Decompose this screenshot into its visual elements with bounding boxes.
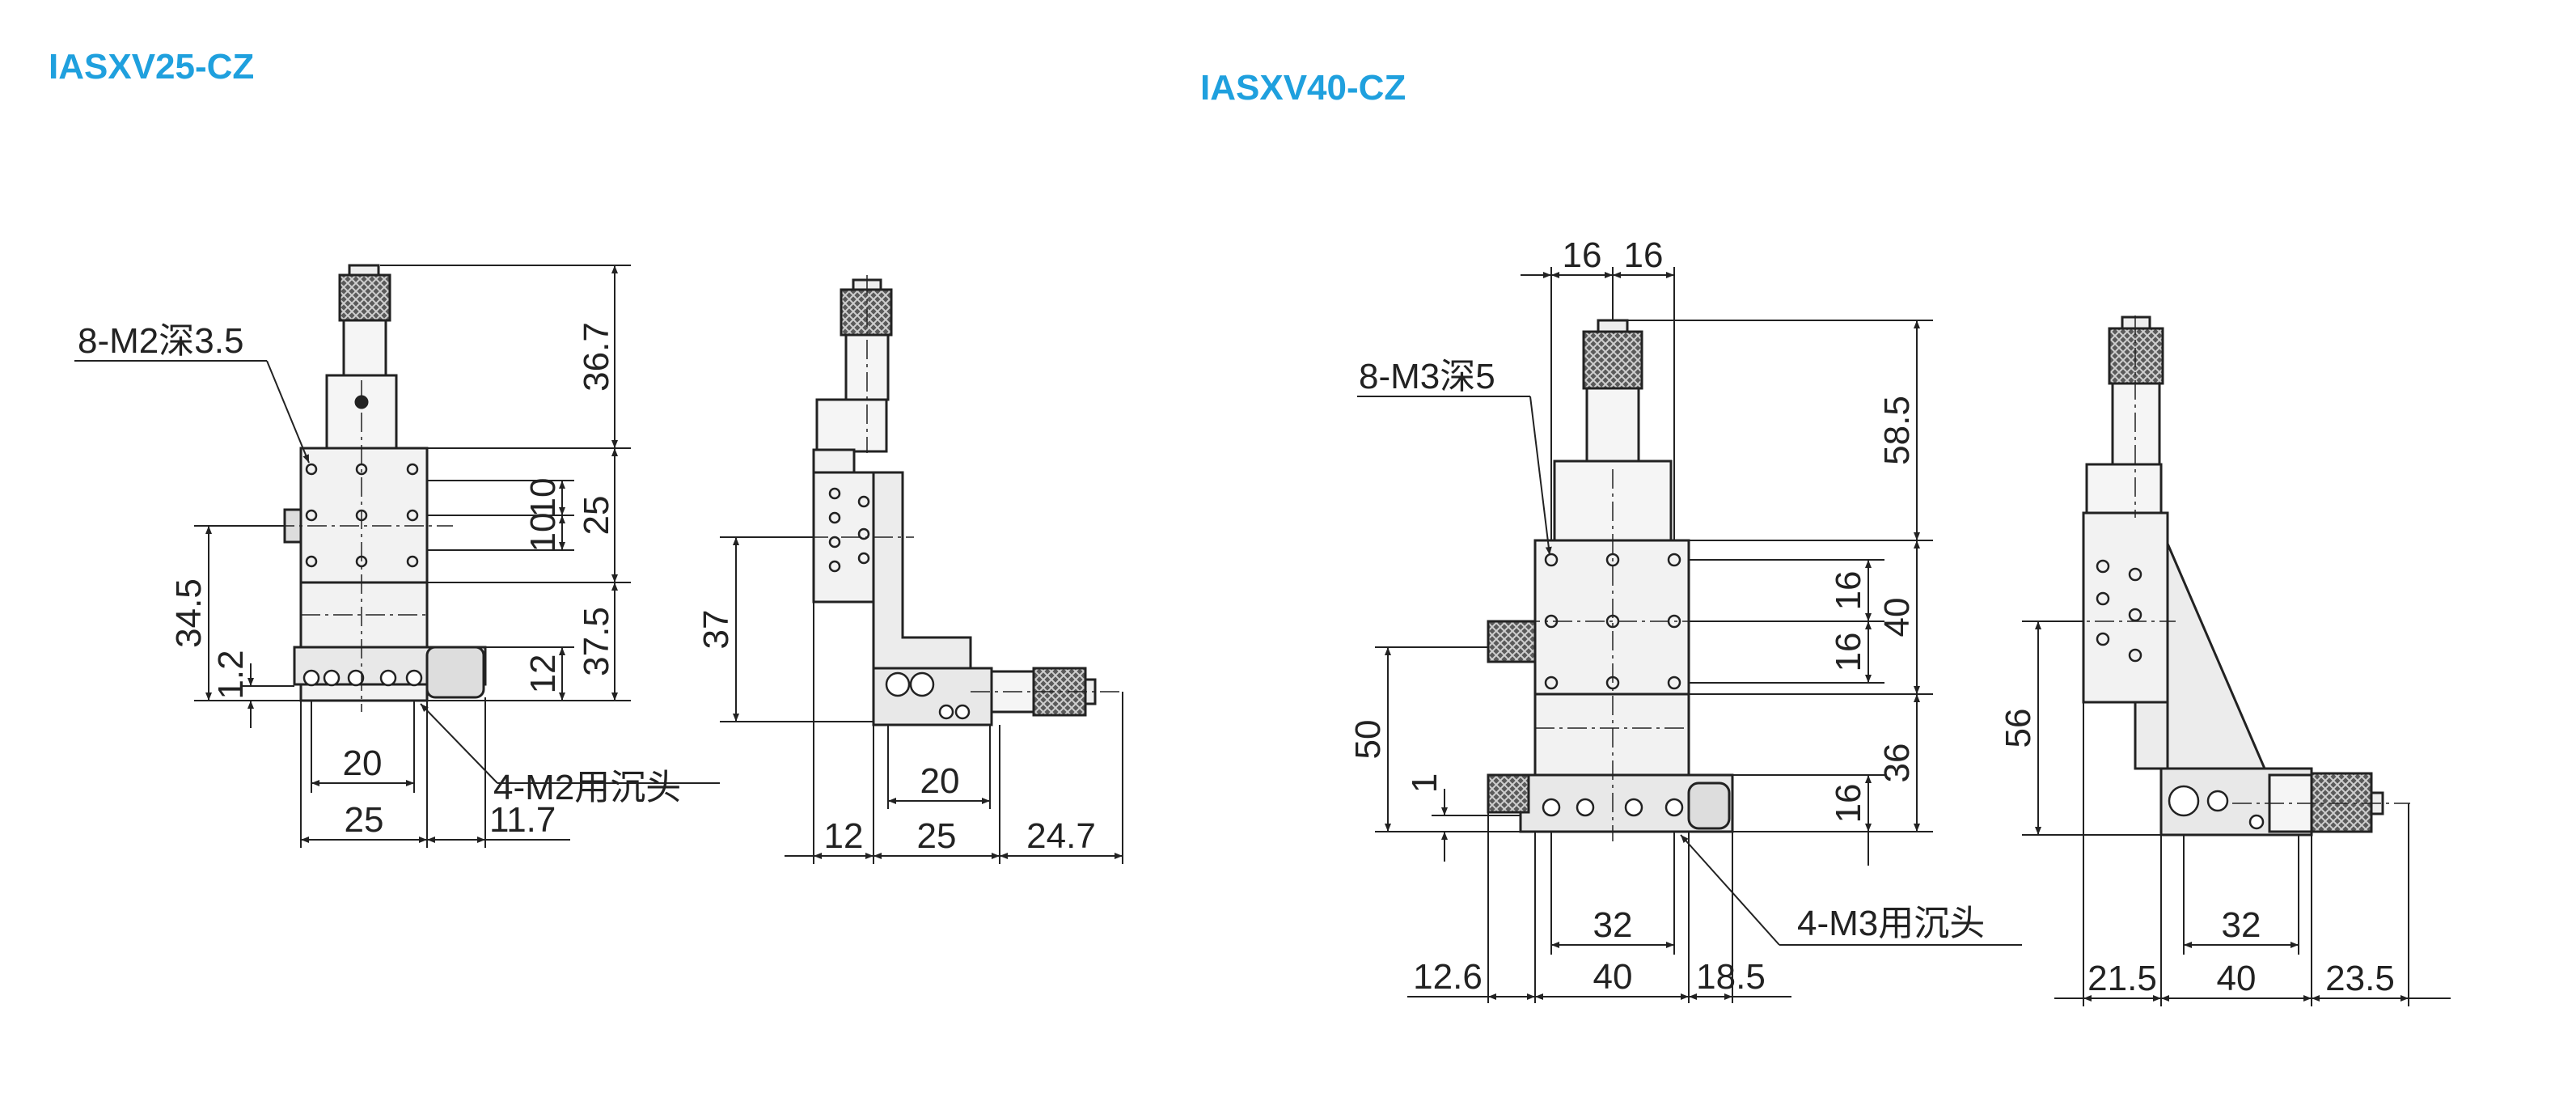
tapped-holes [828, 487, 971, 720]
lower-stage [1533, 693, 1690, 777]
iasxv40-side-view [2030, 316, 2410, 837]
hole-callout-iasxv40: 8-M3深5 [1359, 357, 1495, 396]
iasxv40-front-dimensions [1357, 267, 2022, 1003]
iasxv40-front-dim-text: 8-M3深5 4-M3用沉头 16 16 58.5 16 16 40 36 16… [1348, 235, 1985, 997]
micrometer-sleeve [2111, 382, 2161, 466]
dim-value: 20 [920, 761, 960, 801]
dim-value: 10 [523, 478, 563, 518]
knurled-knob [338, 273, 391, 322]
tapped-holes [2096, 559, 2265, 830]
dim-value: 58.5 [1877, 396, 1917, 465]
dim-value: 12 [523, 654, 563, 694]
vertical-stage [2082, 511, 2169, 704]
iasxv40-side-dim-text: 56 32 21.5 40 23.5 [1999, 709, 2395, 998]
dim-value: 1.2 [211, 650, 251, 699]
centerlines [1521, 469, 1707, 841]
dim-value: 34.5 [169, 578, 209, 648]
dim-value: 21.5 [2087, 959, 2157, 998]
dim-value: 16 [1829, 784, 1868, 824]
hole-callout-iasxv25: 8-M2深3.5 [78, 321, 243, 361]
base-foot [299, 683, 429, 702]
dim-value: 23.5 [2325, 959, 2395, 998]
dim-value: 50 [1348, 720, 1388, 760]
gusset-bracket [2166, 543, 2267, 770]
dim-value: 16 [1624, 235, 1664, 275]
upper-stage [1533, 539, 1690, 696]
micrometer-sleeve [342, 319, 387, 377]
dim-value: 25 [345, 800, 384, 840]
mount-block [2085, 463, 2163, 515]
tapped-holes [302, 463, 423, 687]
side-knob [1487, 620, 1537, 663]
centerlines [776, 275, 1124, 693]
dim-value: 20 [343, 743, 383, 783]
dim-value: 11.7 [489, 800, 556, 840]
knurled-knob [1582, 330, 1643, 390]
dim-value: 18.5 [1696, 957, 1766, 997]
iasxv25-front-dimensions [74, 265, 720, 848]
vertical-stage-cap [812, 448, 856, 474]
knurled-knob [2108, 327, 2164, 385]
bracket-web [2134, 701, 2169, 770]
dim-value: 32 [2222, 905, 2261, 945]
iasxv25-side-dim-text: 37 20 12 25 24.7 [696, 610, 1096, 856]
dim-value: 10 [523, 513, 563, 553]
iasxv25-side-view [776, 275, 1124, 726]
dim-value: 37.5 [577, 607, 616, 676]
dim-value: 56 [1999, 709, 2038, 748]
centerlines [275, 380, 453, 712]
dim-value: 36.7 [577, 322, 616, 392]
dim-value: 40 [1593, 957, 1633, 997]
dim-value: 12 [824, 816, 864, 856]
dim-value: 16 [1829, 633, 1868, 672]
model-title-iasxv25: IASXV25-CZ [49, 47, 255, 87]
model-title-iasxv40: IASXV40-CZ [1200, 68, 1406, 108]
dim-value: 25 [577, 496, 616, 536]
dim-value: 40 [2217, 959, 2257, 998]
micrometer-tip [348, 264, 380, 277]
counterbore-callout-iasxv40: 4-M3用沉头 [1797, 904, 1985, 943]
dim-value: 32 [1593, 905, 1633, 945]
dim-value: 24.7 [1026, 816, 1096, 856]
dim-value: 40 [1877, 598, 1917, 637]
micrometer-tip [2121, 316, 2151, 330]
iasxv25-side-dimensions [720, 536, 1123, 864]
micrometer-sleeve [1585, 387, 1640, 463]
base-end-knob [1687, 781, 1731, 830]
angle-bracket [872, 471, 972, 670]
dim-value: 16 [1563, 235, 1602, 275]
knurled-knob-horizontal [2310, 772, 2373, 833]
iasxv25-front-dim-text: 8-M2深3.5 4-M2用沉头 36.7 10 10 25 37.5 12 3… [78, 321, 681, 840]
dim-value: 16 [1829, 571, 1868, 611]
base-end-knob [425, 646, 485, 699]
dim-value: 36 [1877, 743, 1917, 783]
counterbore-callout-iasxv25: 4-M2用沉头 [493, 768, 681, 807]
iasxv25-front-view [275, 264, 487, 712]
iasxv40-side-dimensions [2022, 621, 2451, 1006]
dim-value: 37 [696, 610, 736, 650]
dim-value: 1 [1405, 773, 1445, 793]
iasxv40-front-view [1487, 319, 1734, 841]
dim-value: 12.6 [1413, 957, 1483, 997]
base-side-knob [1487, 773, 1530, 814]
knurled-knob [840, 288, 893, 337]
micrometer-tip [1597, 319, 1629, 333]
mount-block [815, 398, 888, 453]
dim-value: 25 [917, 816, 957, 856]
